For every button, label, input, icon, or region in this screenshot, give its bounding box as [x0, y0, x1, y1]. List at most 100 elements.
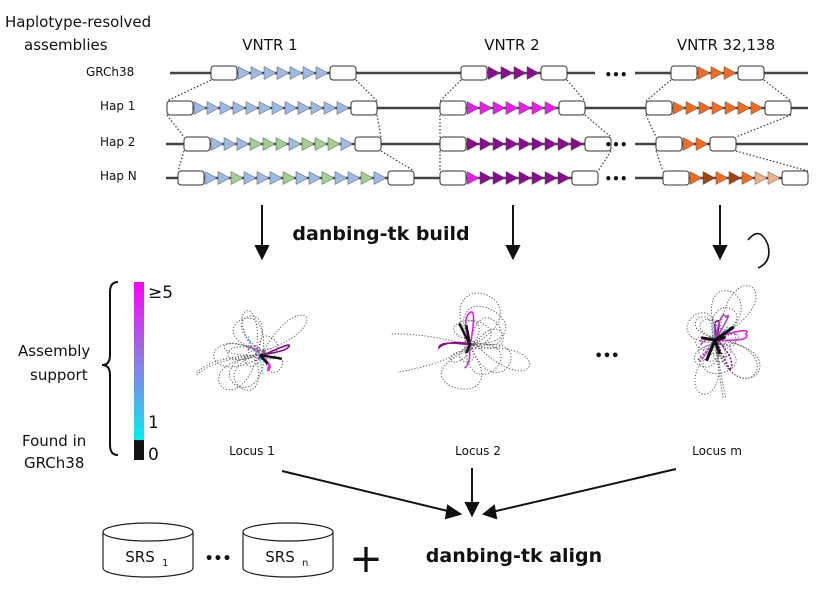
unit-row3-vntr0-repeat-10 [334, 171, 348, 185]
unit-row1-vntr1-repeat-0 [466, 101, 480, 115]
unit-row2-vntr0-right-flank [354, 136, 382, 152]
graph1-loop-6 [218, 351, 260, 391]
locus-graph-m [686, 232, 770, 399]
graph1-loop-11 [244, 349, 266, 367]
graph1-reference-path-2 [259, 354, 269, 365]
header-title-line1: Haplotype-resolved [5, 13, 151, 31]
graph2-loop-11 [473, 328, 504, 349]
row-label-grch38: GRCh38 [86, 65, 134, 79]
graph3-loop-16 [712, 337, 758, 380]
graph3-support-path-2 [713, 319, 720, 341]
unit-row0-vntr0-repeat-0 [237, 66, 251, 80]
graph2-loop-8 [453, 320, 480, 349]
legend-zero-label: 0 [148, 445, 159, 465]
align-arrows [281, 468, 677, 520]
unit-row3-vntr0-repeat-9 [321, 171, 335, 185]
graph1-loop-4 [241, 310, 258, 362]
legend: ≥5 1 0 Assembly support Found in GRCh38 [18, 281, 173, 472]
unit-row2-vntr0-repeat-1 [223, 137, 237, 151]
srs-1-subscript: 1 [162, 558, 168, 569]
column-header-vntr1: VNTR 1 [242, 36, 297, 54]
unit-row2-vntr1-repeat-2 [492, 137, 506, 151]
connector-left-row2-vntr0 [177, 150, 185, 172]
connector-left-row1-vntr0 [166, 114, 185, 138]
srs-n-subscript: n [302, 558, 308, 569]
unit-row3-vntr2-right-flank [781, 170, 809, 186]
unit-row3-vntr0-repeat-11 [347, 171, 361, 185]
connector-left-row0-vntr2 [645, 79, 672, 102]
unit-row0-vntr1-left-flank [460, 65, 488, 81]
connector-left-row0-vntr1 [439, 79, 462, 102]
graph3-loop-3 [711, 333, 740, 346]
graph3-support-path-4 [713, 314, 730, 342]
graph1-loop-7 [263, 356, 283, 374]
unit-row0-vntr2-repeat-1 [710, 66, 724, 80]
align-arrow-1 [281, 470, 453, 513]
unit-row0-vntr2-right-flank [737, 65, 765, 81]
plus-sign: + [349, 536, 383, 582]
srs-n-label: SRS [265, 548, 294, 566]
graph3-support-path-0 [714, 329, 748, 342]
connector-right-row0-vntr0 [355, 79, 378, 102]
unit-row0-vntr1-repeat-1 [500, 66, 514, 80]
unit-row1-vntr1-right-flank [558, 100, 586, 116]
unit-row3-vntr2-repeat-5 [754, 171, 768, 185]
unit-row2-vntr1-repeat-4 [518, 137, 532, 151]
locus-graph-1 [194, 310, 308, 391]
unit-row3-vntr2-repeat-0 [689, 171, 703, 185]
srs-ellipsis: ••• [205, 551, 232, 567]
unit-row3-vntr0-repeat-0 [204, 171, 218, 185]
unit-row3-vntr1-repeat-7 [557, 171, 571, 185]
graph1-support-path-1 [247, 345, 261, 356]
unit-row2-vntr1-repeat-8 [570, 137, 584, 151]
graph1-loop-9 [233, 352, 266, 391]
build-label: danbing-tk build [292, 223, 469, 245]
unit-row2-vntr0-repeat-9 [327, 137, 341, 151]
unit-row3-vntr1-left-flank [439, 170, 467, 186]
graph3-tail-0 [714, 339, 724, 399]
row-label-hap2: Hap 2 [100, 135, 135, 149]
row-ellipsis-hap2: ••• [604, 138, 627, 152]
graph3-reference-path-4 [700, 336, 716, 342]
row-ellipsis-grch38: ••• [604, 68, 627, 82]
unit-row3-vntr0-repeat-2 [230, 171, 244, 185]
graph2-loop-0 [462, 305, 507, 351]
unit-row1-vntr0-repeat-6 [271, 101, 285, 115]
unit-row0-vntr0-left-flank [210, 65, 238, 81]
unit-row3-vntr2-repeat-3 [728, 171, 742, 185]
unit-row1-vntr0-repeat-5 [258, 101, 272, 115]
connector-left-row1-vntr2 [645, 114, 657, 138]
unit-row1-vntr0-repeat-8 [297, 101, 311, 115]
unit-row2-vntr0-repeat-4 [262, 137, 276, 151]
unit-row3-vntr0-repeat-3 [243, 171, 257, 185]
unit-row2-vntr0-repeat-10 [340, 137, 354, 151]
locus-graph-2 [390, 292, 531, 390]
unit-row1-vntr0-repeat-3 [232, 101, 246, 115]
unit-row1-vntr2-right-flank [764, 100, 792, 116]
unit-row3-vntr2-repeat-6 [767, 171, 781, 185]
graph3-loop-13 [711, 290, 742, 344]
row-ellipsis-hapn: ••• [604, 172, 627, 186]
unit-row3-vntr2-repeat-2 [715, 171, 729, 185]
connector-right-row1-vntr1 [584, 114, 612, 138]
graph3-loop-11 [712, 342, 727, 363]
unit-row1-vntr2-repeat-3 [711, 101, 725, 115]
srs-cylinder-1: SRS 1 [102, 522, 194, 578]
graph3-reference-path-1 [713, 339, 722, 355]
unit-row3-vntr1-right-flank [571, 170, 599, 186]
unit-row3-vntr0-repeat-8 [308, 171, 322, 185]
unit-row0-vntr0-repeat-4 [289, 66, 303, 80]
graph1-tail-1 [195, 354, 261, 376]
unit-row3-vntr0-repeat-6 [282, 171, 296, 185]
graph1-low-support-path-0 [247, 334, 261, 356]
graph3-support-path-5 [714, 339, 733, 372]
unit-row3-vntr0-repeat-12 [360, 171, 374, 185]
locus-label-m: Locus m [692, 444, 742, 458]
align-arrow-2-head [464, 502, 480, 518]
unit-row1-vntr0-left-flank [166, 100, 194, 116]
align-arrow-3 [491, 468, 677, 513]
unit-row2-vntr2-repeat-1 [695, 137, 709, 151]
unit-row2-vntr0-left-flank [183, 136, 211, 152]
unit-row2-vntr0-repeat-0 [210, 137, 224, 151]
